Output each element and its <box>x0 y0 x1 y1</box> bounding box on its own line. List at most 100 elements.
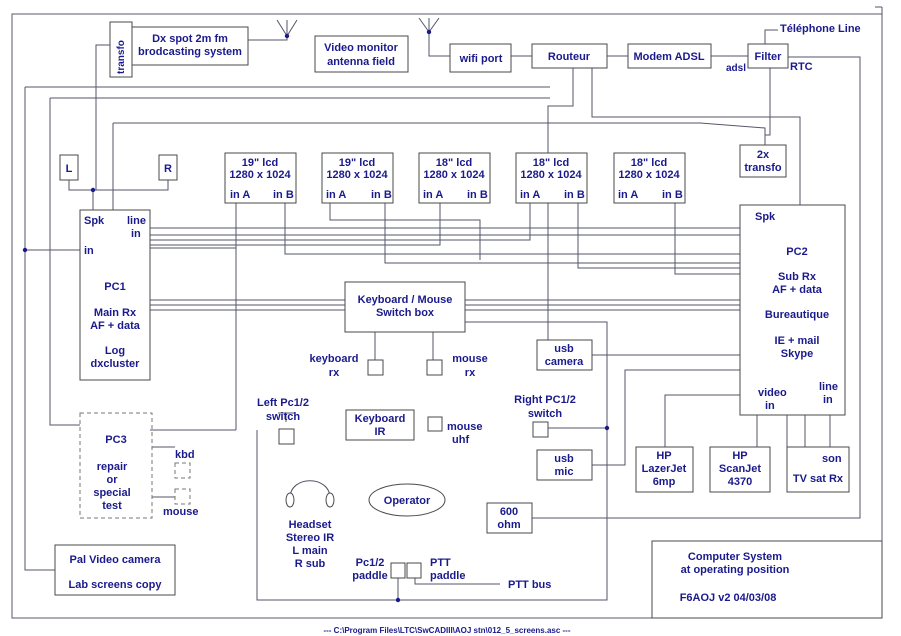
left-switch-box <box>278 428 295 445</box>
svg-text:18" lcd: 18" lcd <box>631 157 667 169</box>
svg-text:line: line <box>127 215 146 227</box>
pc1-title: PC1 <box>104 281 125 293</box>
tv-sat-box <box>786 446 850 493</box>
modem-label: Modem ADSL <box>633 51 704 63</box>
transfo2-line1: 2x <box>757 149 770 161</box>
svg-text:1280 x 1024: 1280 x 1024 <box>229 169 291 181</box>
telephone-line-label: Téléphone Line <box>780 23 861 35</box>
lcd-3: 18" lcd 1280 x 1024 in A in B <box>418 152 491 204</box>
svg-text:in A: in A <box>423 189 443 201</box>
svg-text:ohm: ohm <box>497 519 520 531</box>
svg-text:in A: in A <box>326 189 346 201</box>
pc3-mouse-box <box>174 488 191 505</box>
svg-text:18" lcd: 18" lcd <box>436 157 472 169</box>
svg-text:Right PC1/2: Right PC1/2 <box>514 394 576 406</box>
video-monitor-box <box>314 35 409 73</box>
svg-text:mouse: mouse <box>452 353 487 365</box>
diagram-frame <box>11 13 883 619</box>
svg-text:Computer System: Computer System <box>688 551 782 563</box>
svg-text:Operator: Operator <box>384 495 431 507</box>
pal-video-camera-box <box>54 544 176 596</box>
wires <box>24 17 861 601</box>
svg-text:4370: 4370 <box>728 476 752 488</box>
transfo2-box <box>739 144 787 178</box>
modem-box <box>627 43 712 69</box>
speaker-left-box <box>59 154 79 181</box>
wifi-port-label: wifi port <box>459 53 503 65</box>
svg-text:1280 x 1024: 1280 x 1024 <box>423 169 485 181</box>
footer-path: --- C:\Program Files\LTC\SwCADIII\AOJ st… <box>323 626 570 635</box>
svg-text:camera: camera <box>545 356 584 368</box>
svg-text:keyboard: keyboard <box>310 353 359 365</box>
switch-box <box>344 281 466 333</box>
svg-text:usb: usb <box>554 453 574 465</box>
svg-text:kbd: kbd <box>175 449 195 461</box>
svg-text:in: in <box>84 245 94 257</box>
svg-text:R sub: R sub <box>295 558 326 570</box>
svg-text:AF + data: AF + data <box>90 320 141 332</box>
filter-box <box>747 43 789 69</box>
pc3-box <box>79 412 153 519</box>
rtc-label: RTC <box>790 61 813 73</box>
pc3-kbd-box <box>174 462 191 479</box>
svg-text:uhf: uhf <box>452 434 469 446</box>
svg-text:line: line <box>819 381 838 393</box>
svg-text:mouse: mouse <box>447 421 482 433</box>
svg-text:switch: switch <box>266 411 301 423</box>
svg-text:or: or <box>107 474 119 486</box>
svg-text:in: in <box>765 400 775 412</box>
pc12-paddle-box <box>390 562 406 579</box>
routeur-box <box>531 43 608 69</box>
svg-text:Sub Rx: Sub Rx <box>778 271 817 283</box>
keyboard-ir-box <box>345 409 415 441</box>
svg-text:paddle: paddle <box>430 570 465 582</box>
usb-camera-box <box>536 339 593 371</box>
lcd-1: 19" lcd 1280 x 1024 in A in B <box>224 152 297 204</box>
svg-text:F6AOJ v2 04/03/08: F6AOJ v2 04/03/08 <box>680 592 777 604</box>
svg-text:Lab screens copy: Lab screens copy <box>69 579 163 591</box>
svg-text:in B: in B <box>371 189 392 201</box>
dx-spot-box <box>131 26 249 66</box>
svg-text:at operating position: at operating position <box>681 564 790 576</box>
svg-text:usb: usb <box>554 343 574 355</box>
wifi-port-box <box>449 43 512 73</box>
video-monitor-line2: antenna field <box>327 56 395 68</box>
right-switch-box <box>532 421 549 438</box>
pc3-title: PC3 <box>105 434 126 446</box>
junction-dots <box>22 29 610 603</box>
title-block <box>651 540 883 619</box>
ohm-box <box>486 502 533 534</box>
svg-text:rx: rx <box>329 367 340 379</box>
svg-text:in A: in A <box>520 189 540 201</box>
keyboard-rx-box <box>367 359 384 376</box>
svg-text:in: in <box>131 228 141 240</box>
svg-text:Spk: Spk <box>84 215 105 227</box>
svg-text:IR: IR <box>375 426 386 438</box>
svg-text:Headset: Headset <box>289 519 332 531</box>
svg-text:PTT: PTT <box>430 557 451 569</box>
speaker-right-label: R <box>164 163 172 175</box>
routeur-label: Routeur <box>548 51 591 63</box>
svg-text:in: in <box>823 394 833 406</box>
lcd-5: 18" lcd 1280 x 1024 in A in B <box>613 152 686 204</box>
svg-text:LazerJet: LazerJet <box>642 463 687 475</box>
svg-text:1280 x 1024: 1280 x 1024 <box>618 169 680 181</box>
svg-text:in B: in B <box>273 189 294 201</box>
svg-text:19" lcd: 19" lcd <box>242 157 278 169</box>
mouse-rx-box <box>426 359 443 376</box>
hp-laserjet-box <box>635 446 694 493</box>
svg-text:Main Rx: Main Rx <box>94 307 137 319</box>
svg-text:Pc1/2: Pc1/2 <box>356 557 385 569</box>
svg-text:ScanJet: ScanJet <box>719 463 762 475</box>
svg-text:Bureautique: Bureautique <box>765 309 829 321</box>
svg-text:Spk: Spk <box>755 211 776 223</box>
svg-text:in A: in A <box>618 189 638 201</box>
svg-text:19" lcd: 19" lcd <box>339 157 375 169</box>
adsl-label: adsl <box>726 63 746 74</box>
pc2-title: PC2 <box>786 246 807 258</box>
speaker-right-box <box>158 154 178 181</box>
ptt-paddle-box <box>406 562 422 579</box>
speaker-left-label: L <box>66 163 73 175</box>
svg-text:Switch box: Switch box <box>376 307 435 319</box>
